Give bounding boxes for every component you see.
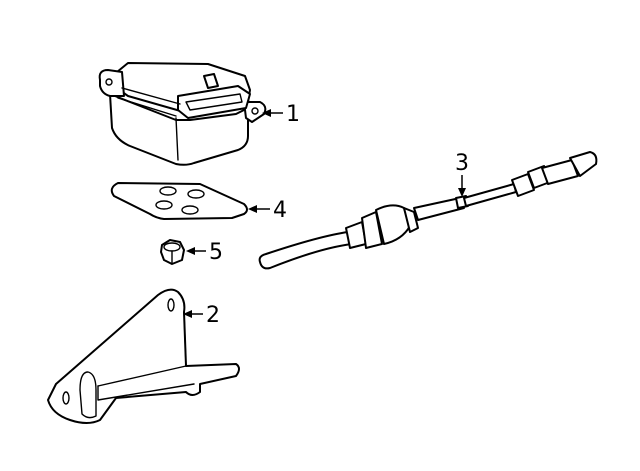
callout-5-label: 5 (209, 240, 223, 265)
callout-1: 1 (262, 102, 300, 127)
callout-2-label: 2 (206, 303, 220, 328)
callout-4: 4 (248, 198, 287, 223)
hex-nut (160, 239, 185, 265)
callout-2: 2 (183, 303, 220, 328)
callout-5: 5 (186, 240, 223, 265)
callout-3: 3 (455, 151, 469, 197)
callout-3-label: 3 (455, 151, 469, 176)
control-module (98, 62, 267, 166)
callout-4-label: 4 (273, 198, 287, 223)
cable-assembly (258, 151, 598, 270)
mounting-plate (110, 182, 248, 220)
bracket (47, 288, 240, 424)
callout-1-label: 1 (286, 102, 300, 127)
